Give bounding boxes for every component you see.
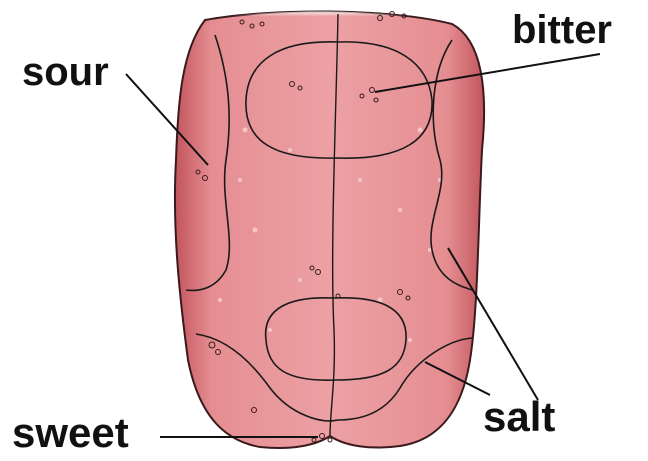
- tongue-top-fade: [205, 11, 452, 60]
- sour-label: sour: [22, 52, 109, 92]
- salt-label: salt: [483, 396, 555, 438]
- bitter-label: bitter: [512, 10, 612, 50]
- sweet-label: sweet: [12, 412, 129, 454]
